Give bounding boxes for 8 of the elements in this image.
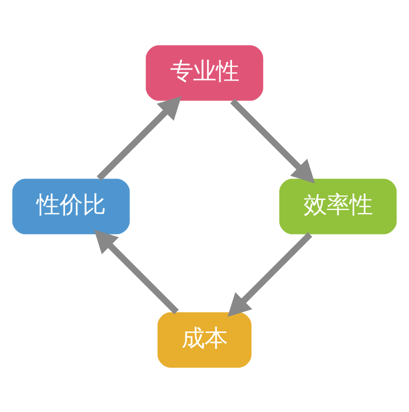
arrow: [228, 232, 312, 316]
node-box: 效率性: [279, 178, 397, 234]
arrow: [96, 96, 182, 180]
node-box: 专业性: [146, 44, 264, 100]
node-box: 性价比: [12, 178, 130, 234]
arrow: [230, 98, 315, 183]
arrow: [94, 229, 179, 314]
node-box: 成本: [158, 312, 252, 368]
